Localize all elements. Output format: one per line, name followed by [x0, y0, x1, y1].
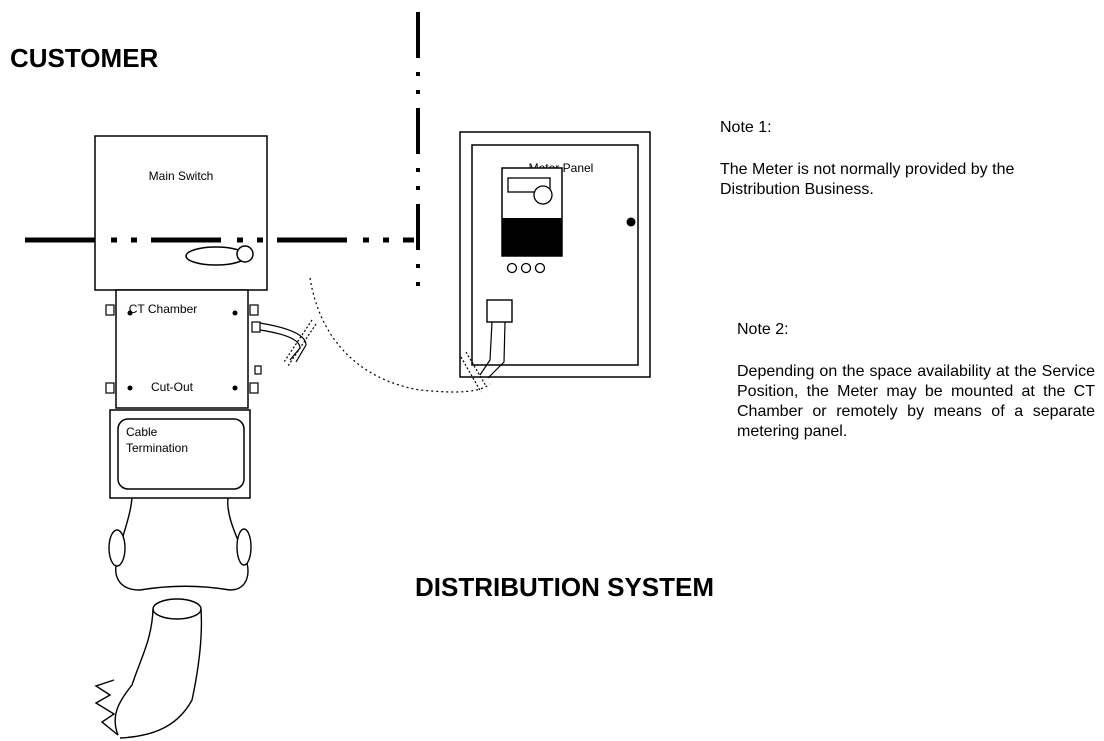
cable-termination-label-line2: Termination — [126, 441, 188, 455]
cut-out-label: Cut-Out — [151, 380, 194, 394]
meter-panel-inner — [471, 144, 639, 366]
meter-panel-outer — [459, 131, 651, 378]
customer-heading: CUSTOMER — [10, 43, 159, 73]
meter-indicators — [506, 262, 546, 274]
remote-meter-cable — [309, 277, 491, 393]
cable-termination-box — [109, 409, 251, 499]
main-switch-box — [94, 135, 268, 291]
chamber-bolts — [127, 310, 238, 391]
note2-text: Depending on the space availability at t… — [737, 363, 1095, 440]
note1-title: Note 1: — [720, 119, 772, 136]
note1-text: The Meter is not normally provided by th… — [720, 161, 1015, 198]
distribution-system-heading: DISTRIBUTION SYSTEM — [415, 572, 714, 602]
meter-display — [507, 177, 551, 193]
panel-cable-gland — [486, 299, 513, 323]
supply-cables — [94, 497, 252, 739]
chamber-lugs — [105, 304, 262, 394]
cable-termination-label-line1: Cable — [126, 425, 158, 439]
meter-terminal-block — [502, 218, 562, 256]
switch-handle — [185, 245, 254, 266]
meter-dial — [533, 185, 553, 205]
panel-cable-leads — [460, 321, 506, 393]
ct-chamber-label: CT Chamber — [129, 302, 197, 316]
boundary-lines — [25, 12, 420, 300]
note2-title: Note 2: — [737, 321, 789, 338]
main-switch-label: Main Switch — [149, 169, 214, 183]
ct-leads — [259, 319, 317, 367]
ct-chamber-box — [115, 289, 249, 409]
cable-termination-inner — [117, 418, 245, 490]
cable-frayed-end — [94, 679, 119, 736]
meter-panel-latch — [626, 217, 636, 227]
